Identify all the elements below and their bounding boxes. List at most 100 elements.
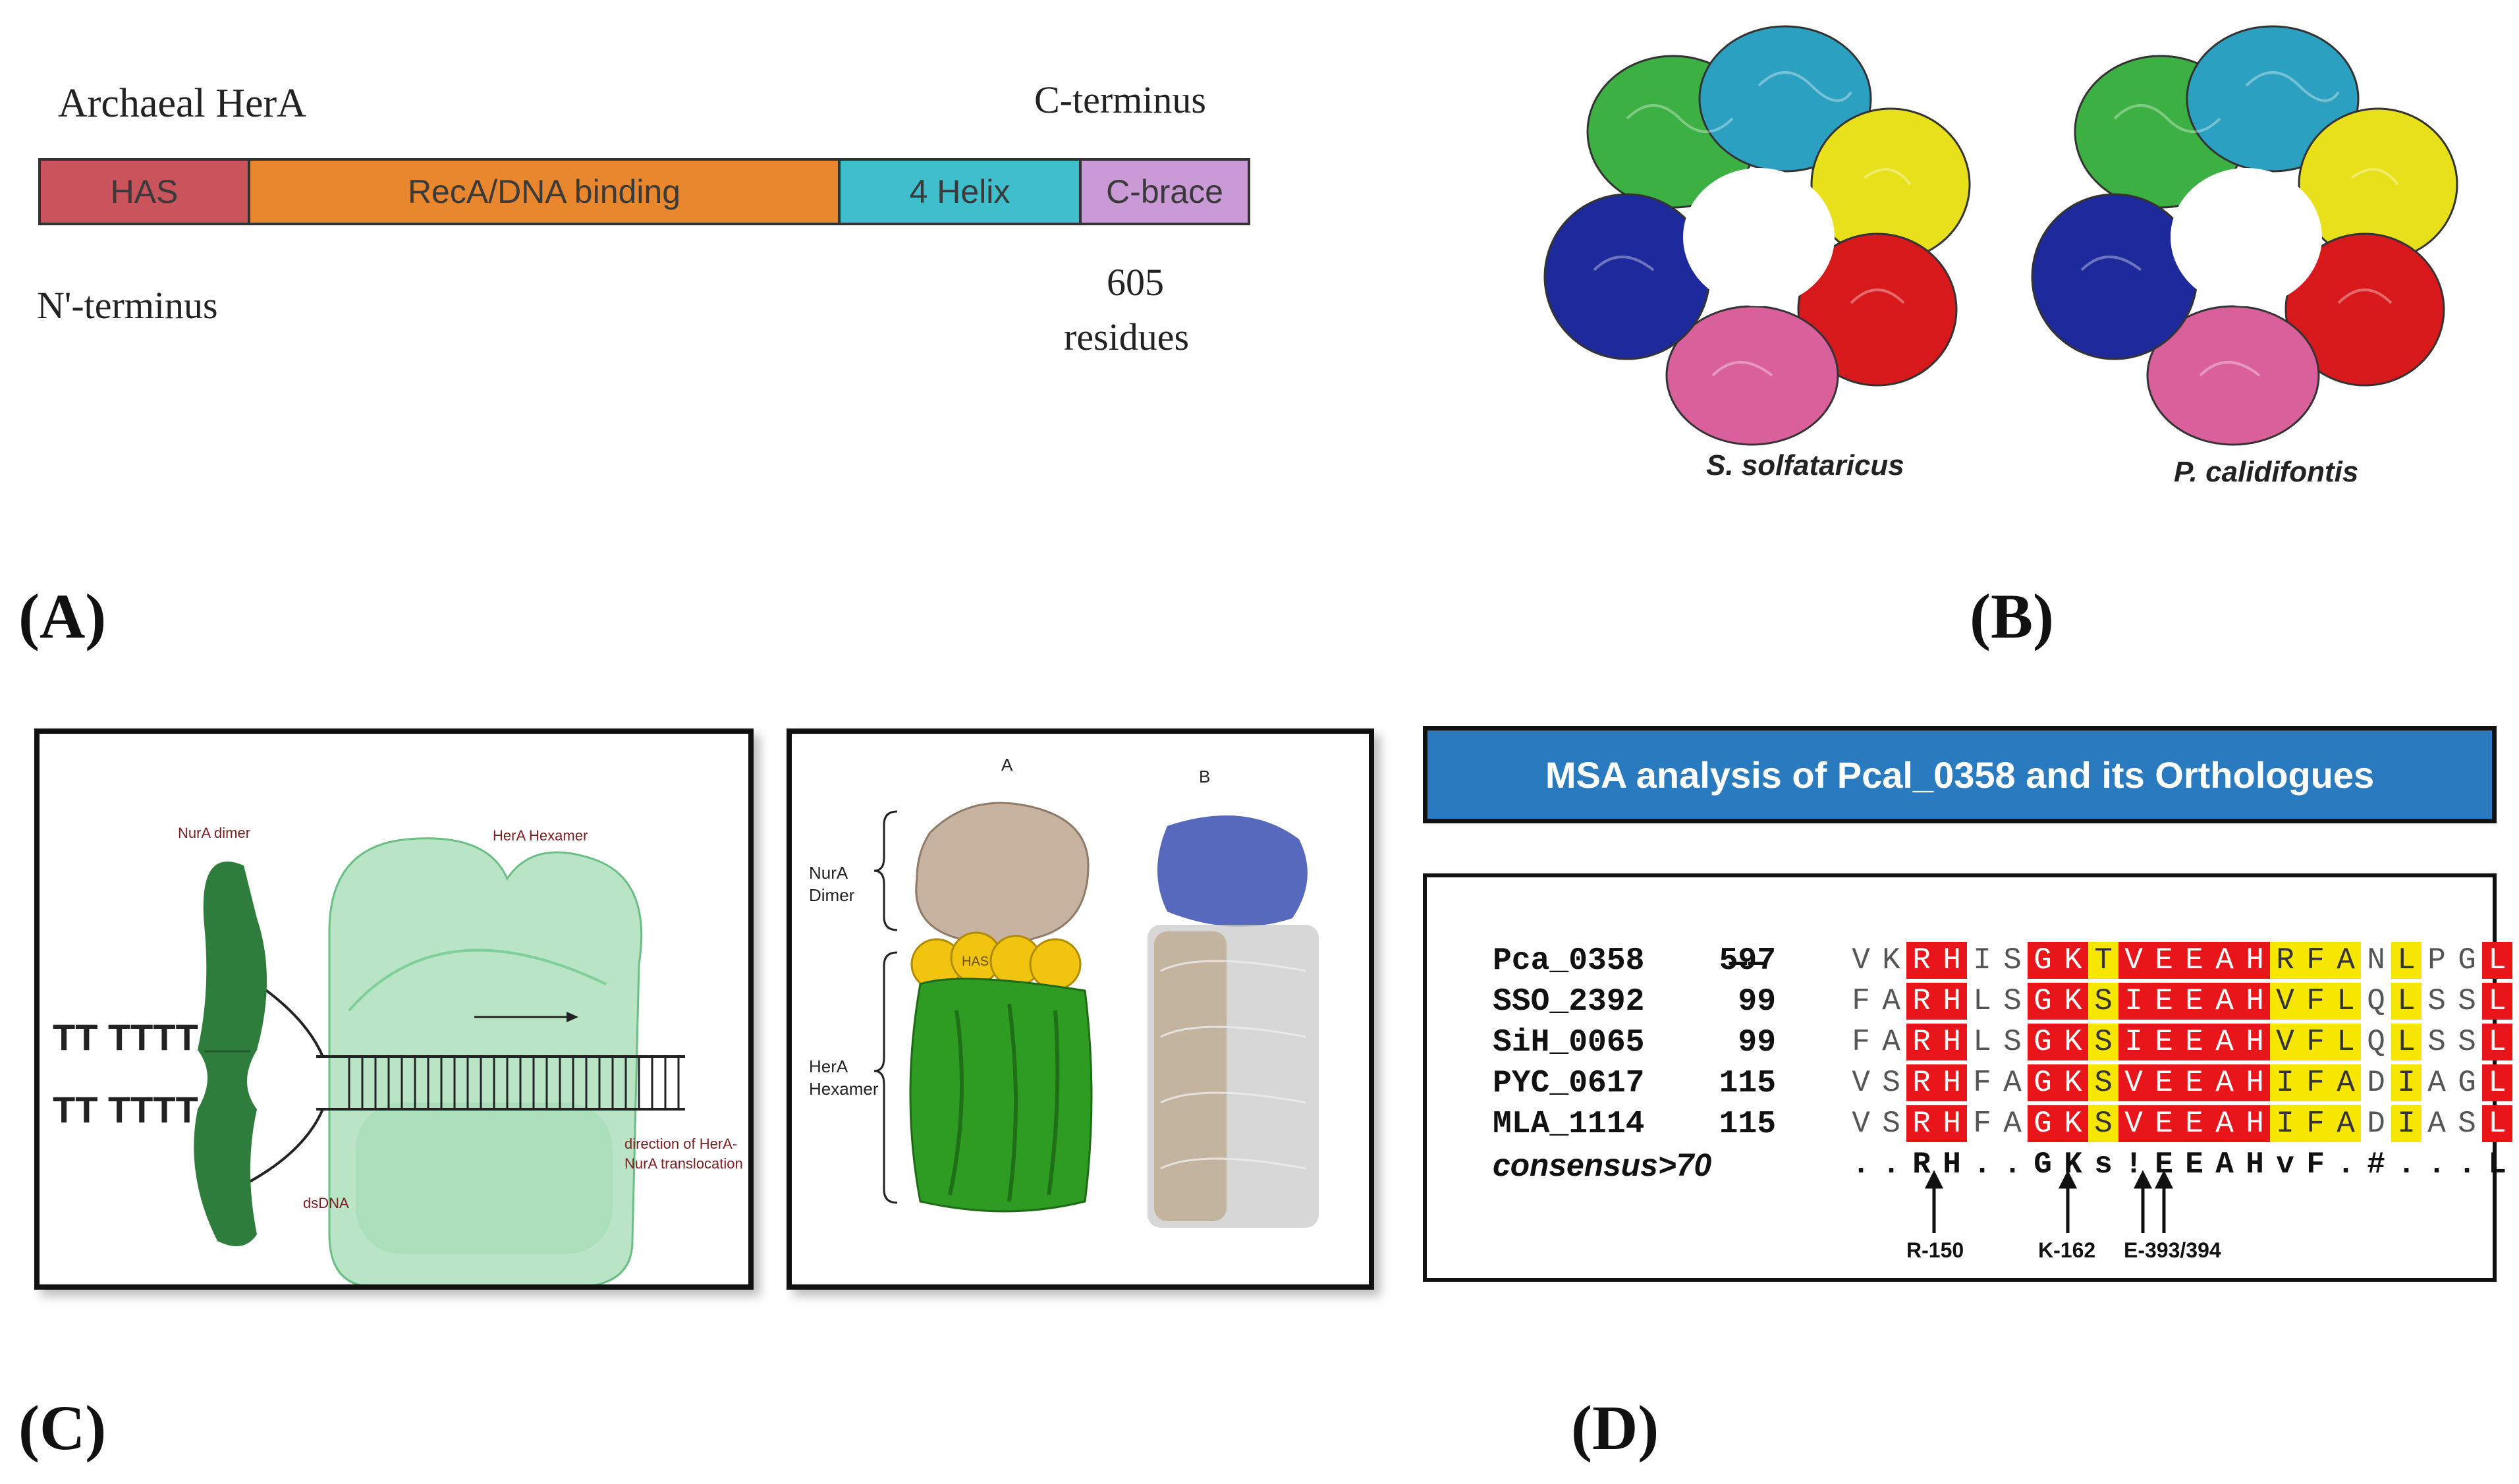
- residue: K: [2058, 942, 2088, 979]
- residue: T: [2088, 942, 2118, 979]
- residue: P: [2427, 943, 2446, 977]
- panel-label-a: (A): [18, 581, 107, 651]
- has-sphere-label: HAS: [962, 954, 989, 969]
- length-unit: residues: [1064, 316, 1190, 358]
- residue: E: [2179, 983, 2209, 1020]
- residue: A: [2427, 1107, 2446, 1141]
- residue: D: [2367, 1066, 2385, 1100]
- seq-name: SSO_2392: [1493, 984, 1645, 1020]
- residue-arrows: [1924, 1170, 2174, 1233]
- consensus-residue: H: [2246, 1147, 2264, 1182]
- residue: F: [1973, 1107, 1991, 1141]
- consensus-residue: .: [1973, 1147, 1991, 1182]
- direction-label: direction of HerA-NurA translocation: [624, 1136, 743, 1172]
- residue: Q: [2367, 1025, 2385, 1059]
- nura-dimer-em-label: NurA Dimer: [809, 863, 855, 905]
- seq-start: 115: [1719, 1066, 1776, 1101]
- residue: L: [1973, 1025, 1991, 1059]
- sub-label-b: B: [1199, 767, 1211, 786]
- residue: H: [2240, 1024, 2270, 1060]
- ssdna-glyphs-bottom: ΤΤ ΤΤΤΤ: [53, 1089, 198, 1130]
- consensus-residue: v: [2276, 1147, 2294, 1182]
- residue: V: [2118, 942, 2149, 979]
- residue: E: [2149, 1105, 2179, 1142]
- nura-dimer-label: NurA dimer: [178, 825, 251, 841]
- residue: S: [2088, 1024, 2118, 1060]
- residue: L: [2482, 942, 2512, 979]
- residue: A: [2331, 942, 2361, 979]
- residue: V: [2270, 983, 2300, 1020]
- species-right-label: P. calidifontis: [2174, 456, 2359, 488]
- domain-4helix: 4 Helix: [841, 161, 1082, 223]
- consensus-residue: .: [2337, 1147, 2355, 1182]
- residue: R: [1906, 983, 1937, 1020]
- seq-name: SiH_0065: [1493, 1025, 1645, 1060]
- residue: A: [2209, 1064, 2240, 1101]
- consensus-residue: !: [2124, 1147, 2143, 1182]
- residue: H: [2240, 942, 2270, 979]
- residue: F: [2300, 1024, 2331, 1060]
- seq-start: 99: [1738, 1025, 1776, 1060]
- residue: L: [2391, 983, 2422, 1020]
- consensus-residue: F: [2306, 1147, 2325, 1182]
- residue: S: [2427, 984, 2446, 1018]
- residue: D: [2367, 1107, 2385, 1141]
- residue: V: [1852, 1066, 1870, 1100]
- residue: S: [1882, 1107, 1900, 1141]
- residue: S: [2088, 983, 2118, 1020]
- residue: L: [1973, 984, 1991, 1018]
- residue: S: [2003, 943, 2022, 977]
- sub-label-a: A: [1001, 755, 1013, 775]
- hera-hexamer-label: HerA Hexamer: [493, 827, 588, 844]
- residue: R: [1906, 942, 1937, 979]
- consensus-residue: E: [2185, 1147, 2203, 1182]
- seq-start: 5̶9̶7: [1719, 943, 1776, 979]
- residue: E: [2179, 942, 2209, 979]
- msa-header: MSA analysis of Pcal_0358 and its Orthol…: [1423, 726, 2497, 823]
- residue: L: [2482, 1024, 2512, 1060]
- domain-has: HAS: [41, 161, 250, 223]
- residue: F: [1973, 1066, 1991, 1100]
- residue: I: [2270, 1064, 2300, 1101]
- residue: E: [2179, 1064, 2209, 1101]
- residue: F: [1852, 1025, 1870, 1059]
- residue: E: [2179, 1105, 2209, 1142]
- consensus-residue: .: [2397, 1147, 2416, 1182]
- residue: H: [2240, 1064, 2270, 1101]
- residue: S: [2003, 1025, 2022, 1059]
- protein-title: Archaeal HerA: [58, 81, 306, 126]
- consensus-residue: .: [1882, 1147, 1900, 1182]
- em-structure-frame: A B NurA Dimer HerA Hexamer HAS: [787, 728, 1374, 1290]
- arrow-label-r150: R-150: [1906, 1238, 1964, 1262]
- residue: K: [1882, 943, 1900, 977]
- residue: F: [1852, 984, 1870, 1018]
- dsdna-label: dsDNA: [303, 1195, 349, 1211]
- consensus-residue: .: [2427, 1147, 2446, 1182]
- residue: L: [2482, 1064, 2512, 1101]
- residue: A: [2209, 1024, 2240, 1060]
- hexamer-structure-right: [2031, 25, 2458, 446]
- hexamer-structure-left: [1543, 25, 1971, 446]
- residue: A: [2331, 1105, 2361, 1142]
- residue: F: [2300, 983, 2331, 1020]
- hera-nura-schematic-frame: ΤΤ ΤΤΤΤ ΤΤ ΤΤΤΤ NurA dimer HerA Hexamer …: [34, 728, 754, 1290]
- residue: K: [2058, 983, 2088, 1020]
- residue: E: [2179, 1024, 2209, 1060]
- residue: L: [2391, 1024, 2422, 1060]
- arrow-label-e393: E-393/394: [2124, 1238, 2221, 1262]
- seq-name: PYC_0617: [1493, 1066, 1645, 1101]
- residue: A: [2427, 1066, 2446, 1100]
- residue: A: [2209, 983, 2240, 1020]
- consensus-residue: G: [2034, 1147, 2052, 1182]
- residue: V: [2270, 1024, 2300, 1060]
- panel-label-d: (D): [1571, 1392, 1659, 1463]
- consensus-residue: .: [1852, 1147, 1870, 1182]
- residue: F: [2300, 942, 2331, 979]
- c-terminus-label: C-terminus: [1034, 78, 1206, 121]
- seq-name: Pca_0358: [1493, 943, 1645, 979]
- residue: E: [2149, 983, 2179, 1020]
- residue: S: [2458, 1107, 2476, 1141]
